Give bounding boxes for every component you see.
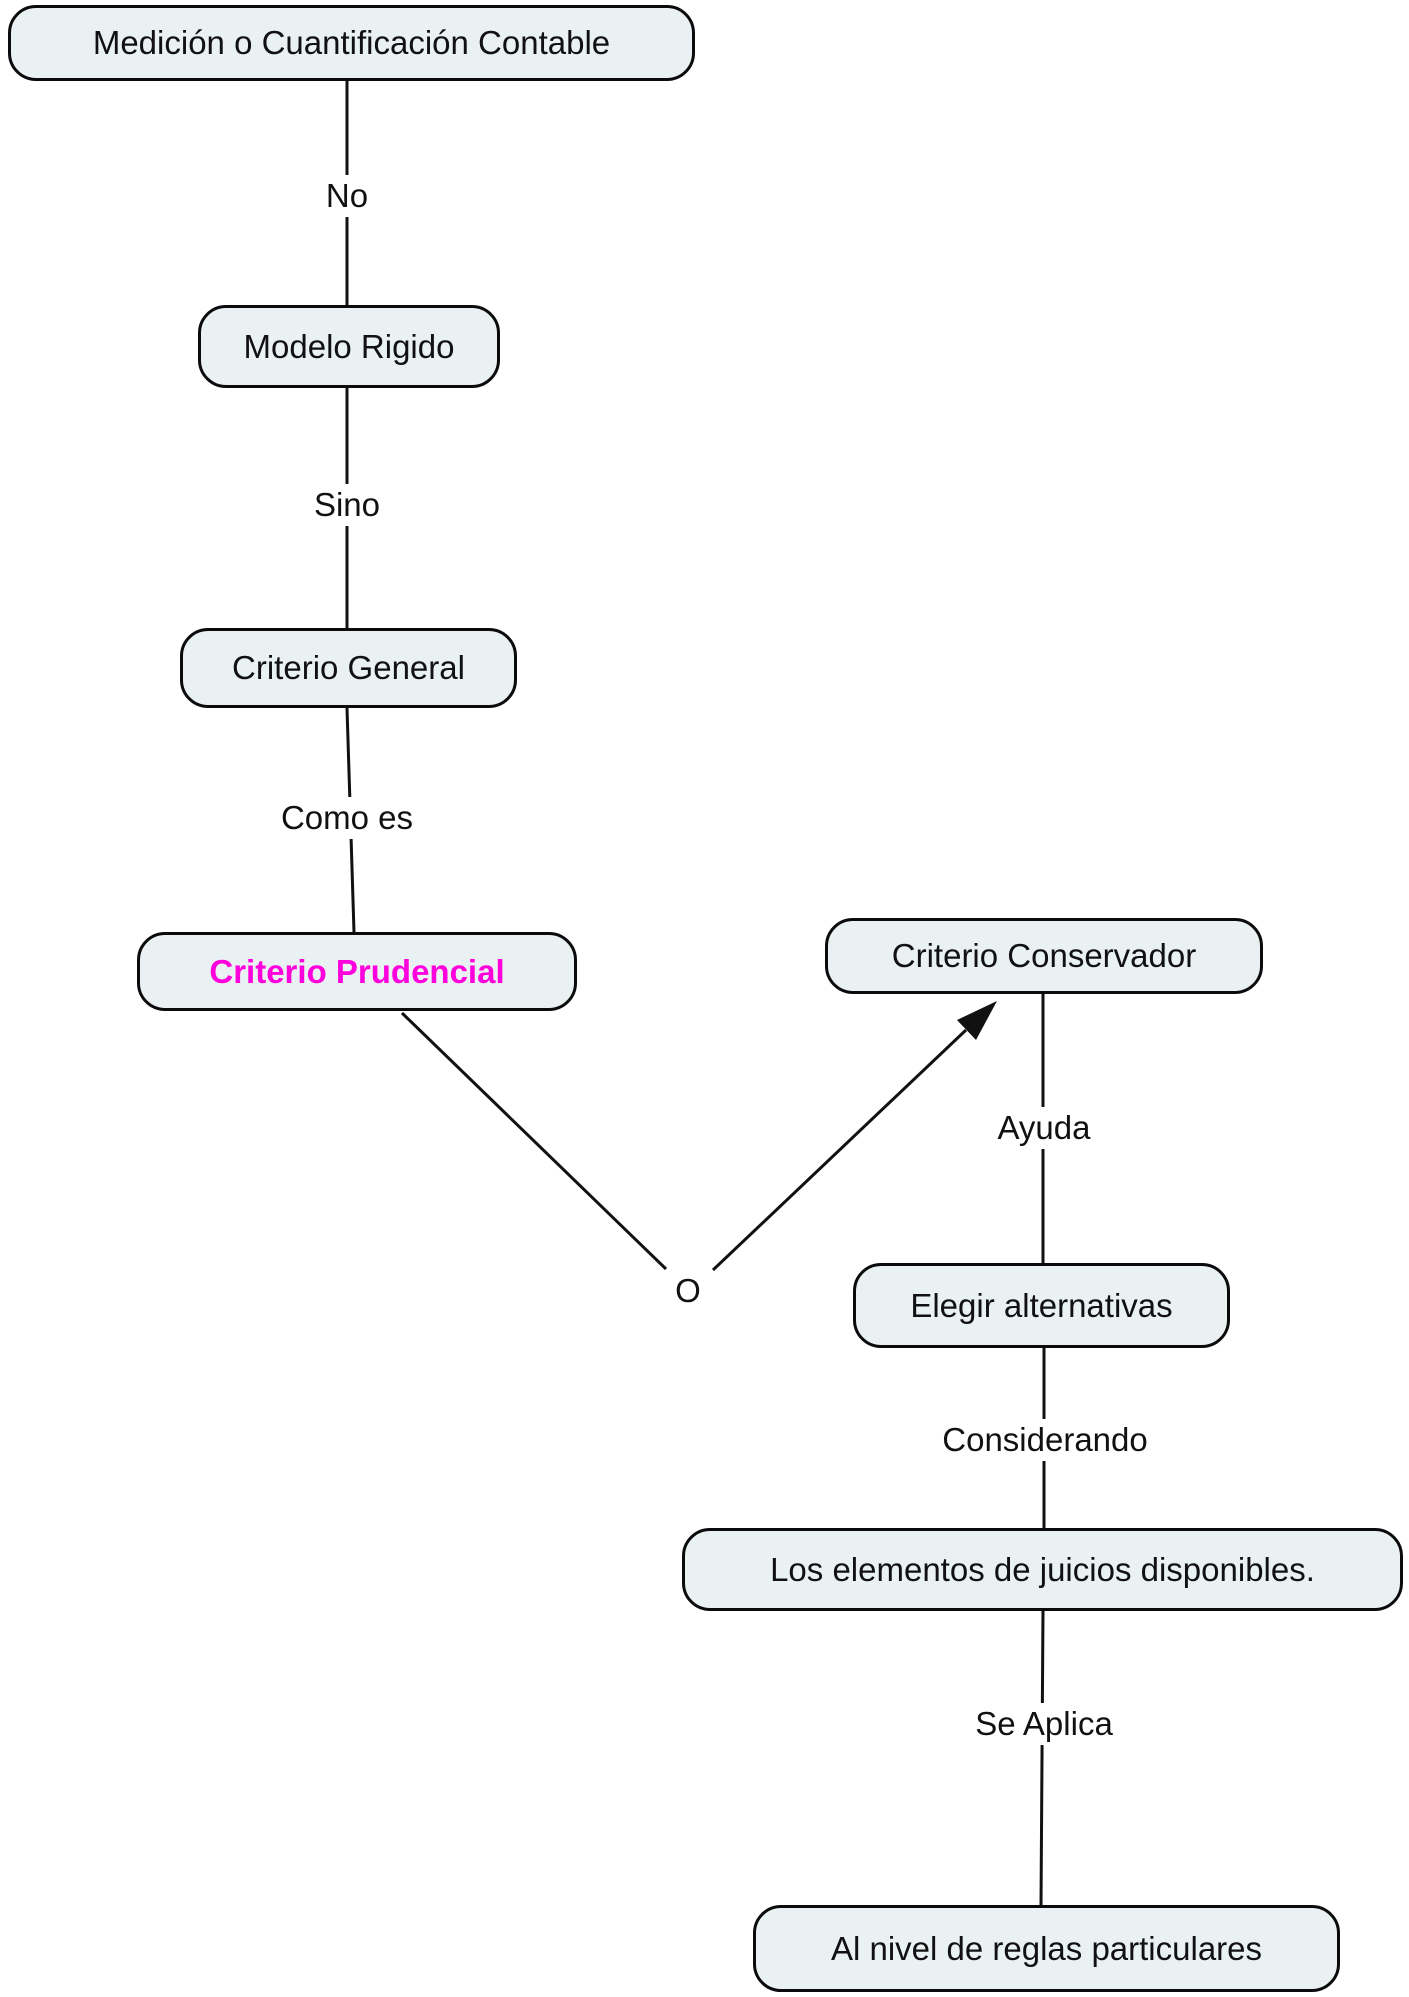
- arrowhead-icon: [957, 1001, 997, 1040]
- link-label-sino[interactable]: Sino: [305, 484, 389, 526]
- link-label-no[interactable]: No: [317, 175, 377, 217]
- concept-node-criterio-general[interactable]: Criterio General: [180, 628, 517, 708]
- link-label-se-aplica[interactable]: Se Aplica: [967, 1703, 1121, 1745]
- concept-node-nivel-reglas[interactable]: Al nivel de reglas particulares: [753, 1905, 1340, 1992]
- concept-node-elementos-juicios[interactable]: Los elementos de juicios disponibles.: [682, 1528, 1403, 1611]
- link-label-ayuda[interactable]: Ayuda: [989, 1107, 1099, 1149]
- concept-node-criterio-prudencial[interactable]: Criterio Prudencial: [137, 932, 577, 1011]
- concept-node-elegir-alternativas[interactable]: Elegir alternativas: [853, 1263, 1230, 1348]
- connector-elementos-nivel: [1039, 1609, 1045, 1906]
- link-label-como-es[interactable]: Como es: [272, 797, 422, 839]
- concept-node-medicion[interactable]: Medición o Cuantificación Contable: [8, 5, 695, 81]
- connector-o-conservador: [711, 1028, 968, 1272]
- concept-node-criterio-conservador[interactable]: Criterio Conservador: [825, 918, 1263, 994]
- connector-prudencial-o: [400, 1011, 668, 1271]
- link-label-o[interactable]: O: [667, 1270, 709, 1312]
- concept-node-modelo-rigido[interactable]: Modelo Rigido: [198, 305, 500, 388]
- link-label-considerando[interactable]: Considerando: [934, 1419, 1156, 1461]
